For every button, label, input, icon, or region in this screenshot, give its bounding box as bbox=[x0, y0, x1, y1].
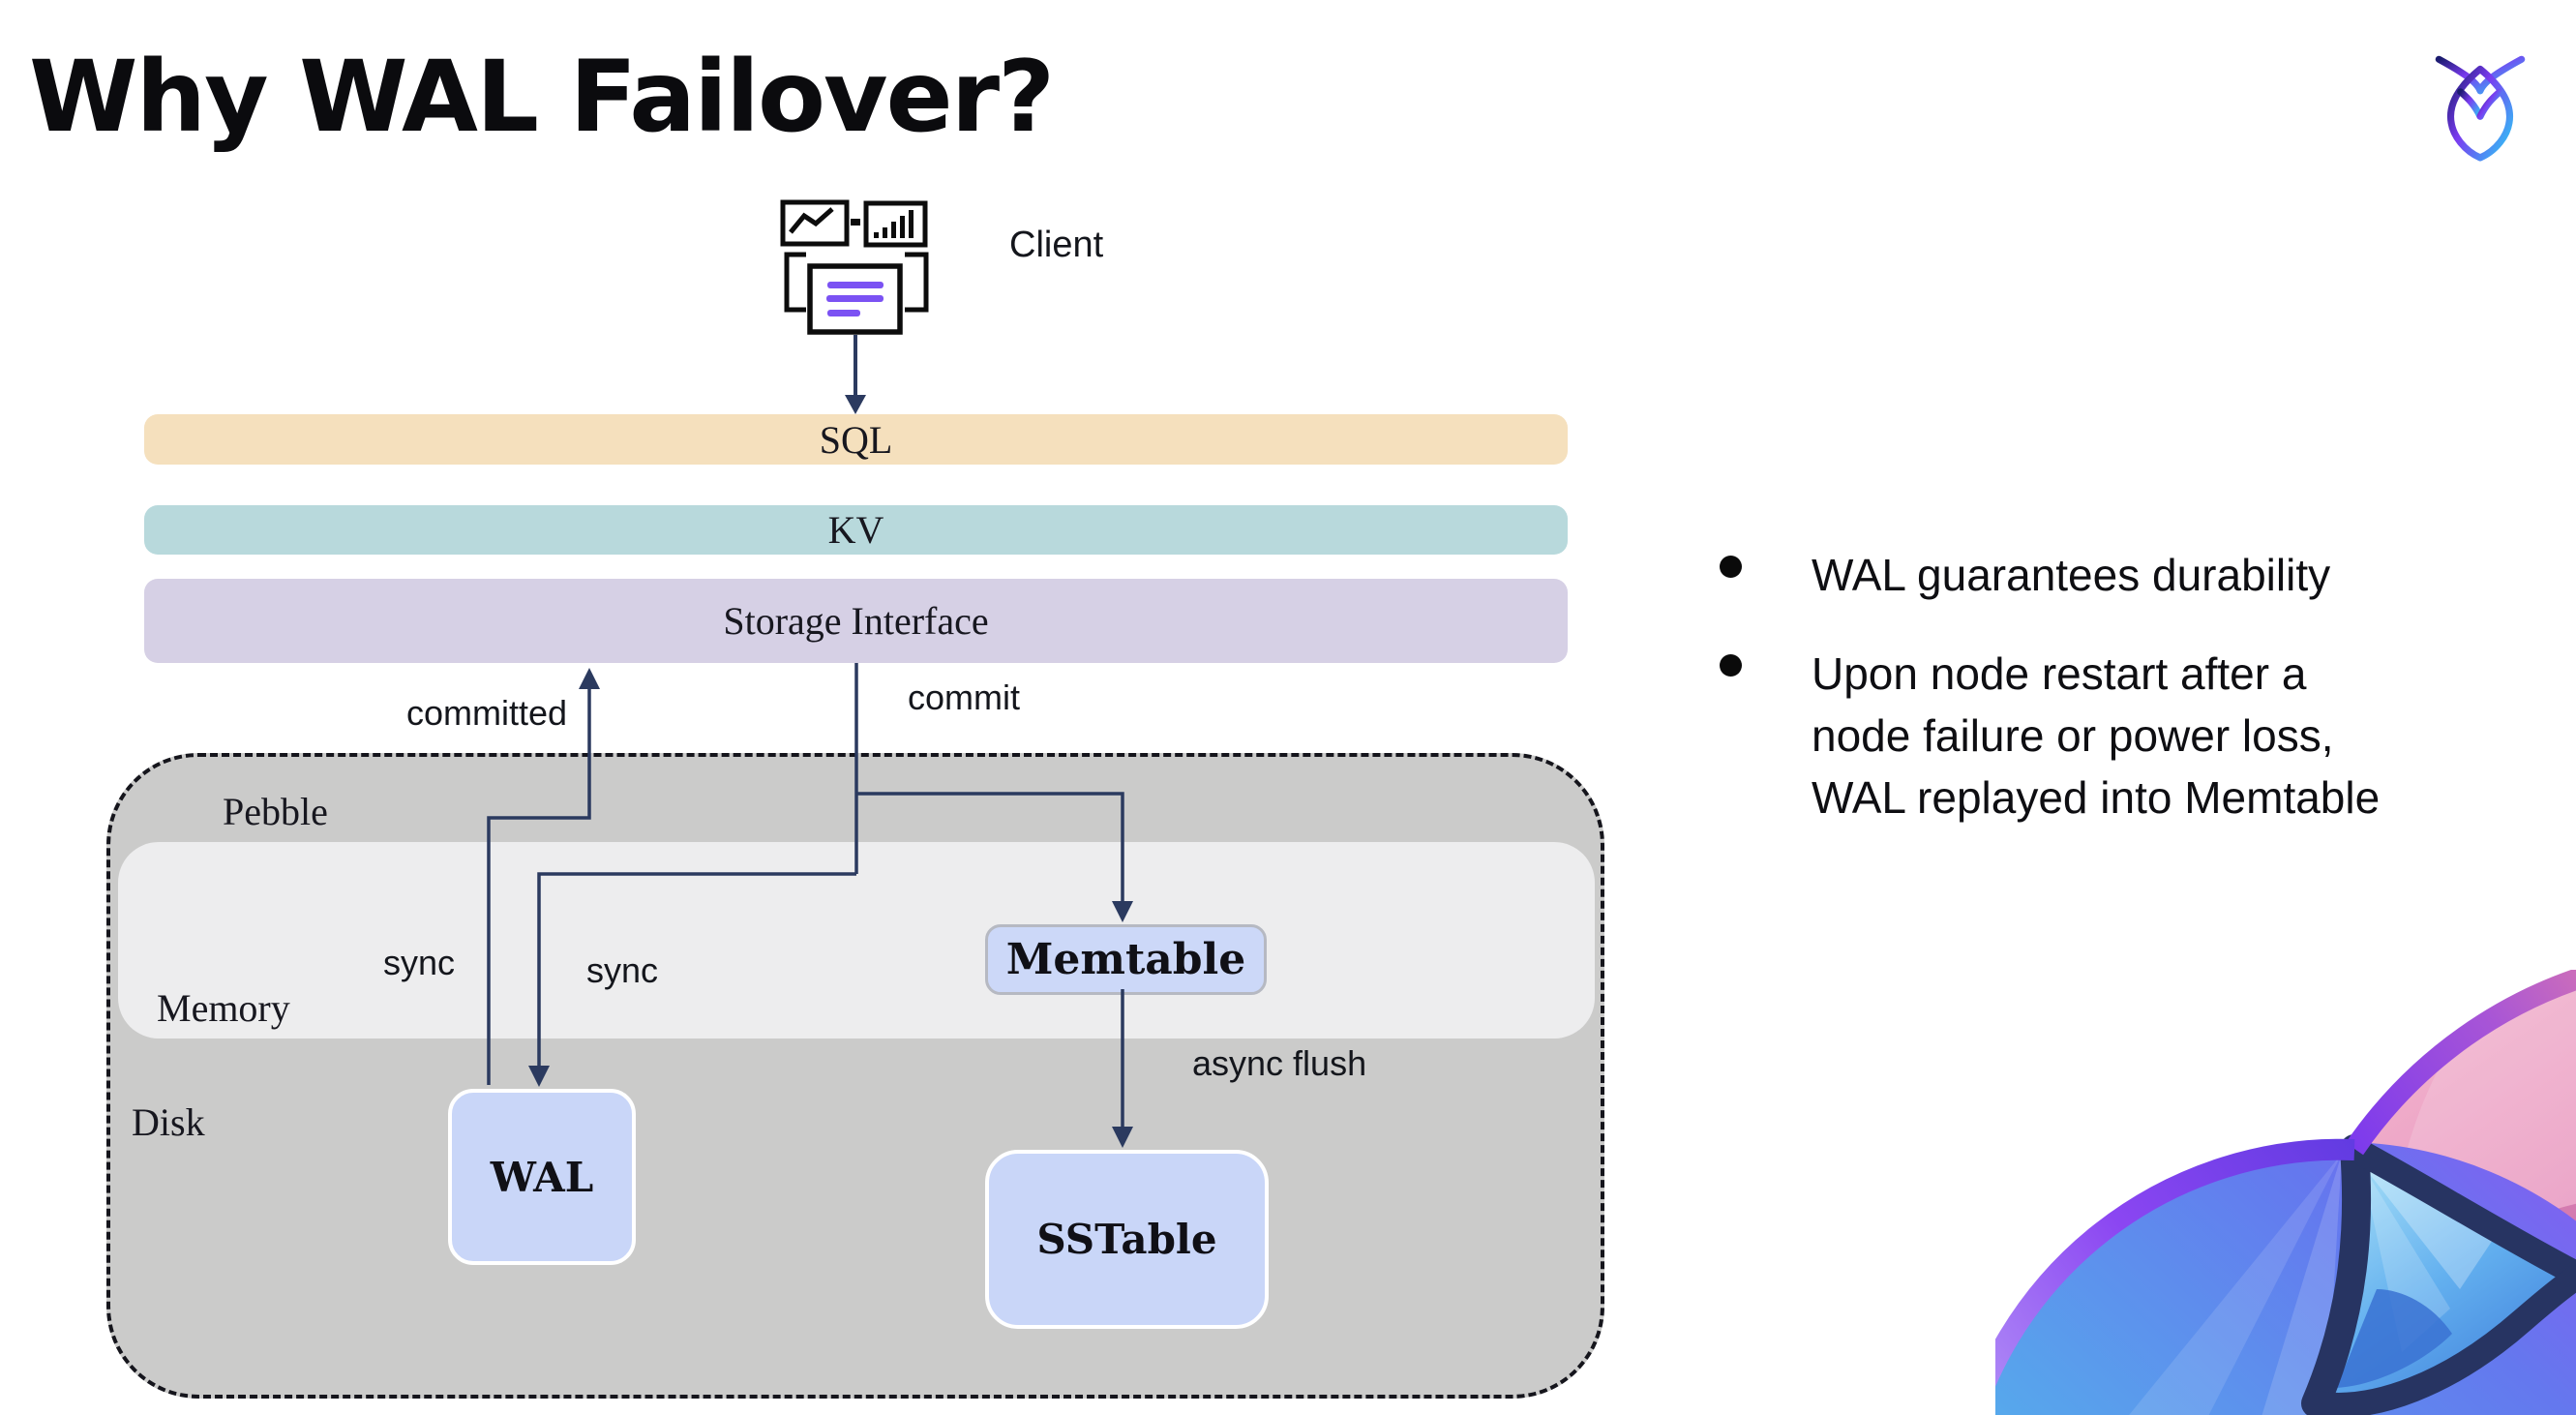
bullet-dot bbox=[1720, 654, 1742, 677]
bullet-line: WAL replayed into Memtable bbox=[1812, 772, 2381, 823]
layer-kv-label: KV bbox=[827, 508, 884, 552]
layer-sql-label: SQL bbox=[819, 417, 893, 462]
edge-label-async-flush: async flush bbox=[1192, 1043, 1367, 1083]
layer-storage-interface: Storage Interface bbox=[144, 579, 1568, 663]
memory-band bbox=[118, 842, 1595, 1039]
edge-label-sync-left: sync bbox=[383, 943, 456, 982]
bullet-dot bbox=[1720, 556, 1742, 578]
edge-label-sync-right: sync bbox=[586, 950, 659, 990]
sstable-node: SSTable bbox=[985, 1150, 1269, 1329]
bullet-item: WAL guarantees durability bbox=[1812, 544, 2330, 606]
pebble-label: Pebble bbox=[223, 790, 328, 833]
memtable-node: Memtable bbox=[985, 924, 1267, 995]
bullet-item: Upon node restart after a node failure o… bbox=[1812, 643, 2380, 828]
layer-kv: KV bbox=[144, 505, 1568, 555]
client-apps-icon bbox=[774, 196, 934, 341]
page-title: Why WAL Failover? bbox=[29, 40, 1055, 155]
brand-spheres-art bbox=[1995, 970, 2576, 1415]
client-label: Client bbox=[1009, 225, 1104, 265]
memory-label: Memory bbox=[157, 986, 290, 1030]
cockroachdb-logo-icon bbox=[2431, 44, 2530, 162]
sstable-node-label: SSTable bbox=[1036, 1216, 1217, 1263]
disk-label: Disk bbox=[132, 1100, 205, 1144]
wal-node: WAL bbox=[448, 1089, 636, 1265]
bullet-line: WAL guarantees durability bbox=[1812, 550, 2331, 600]
bullet-line: Upon node restart after a bbox=[1812, 648, 2307, 699]
wal-node-label: WAL bbox=[490, 1153, 594, 1201]
memtable-node-label: Memtable bbox=[1005, 935, 1246, 984]
layer-storage-interface-label: Storage Interface bbox=[723, 599, 989, 643]
bullet-line: node failure or power loss, bbox=[1812, 710, 2334, 761]
edge-label-committed: committed bbox=[406, 693, 568, 733]
edge-label-commit: commit bbox=[908, 677, 1020, 717]
layer-sql: SQL bbox=[144, 414, 1568, 465]
